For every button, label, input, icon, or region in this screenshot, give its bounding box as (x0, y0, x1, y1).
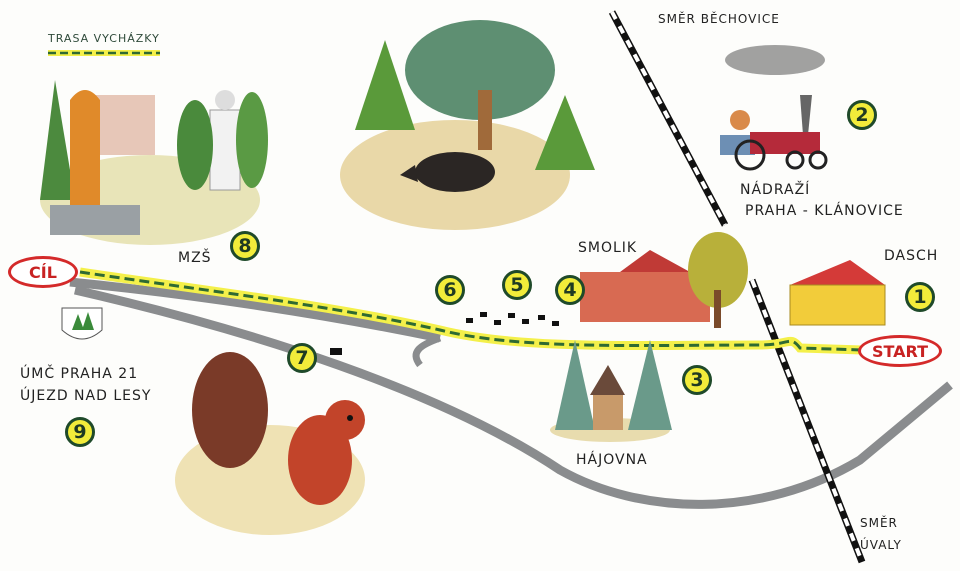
finish-marker: CÍL (8, 256, 78, 288)
stop-1: 1 (905, 282, 935, 312)
road-junction (412, 334, 442, 368)
label-direction-uvaly-2: ÚVALY (860, 538, 902, 552)
memorial-illustration (40, 80, 268, 245)
stop-8: 8 (230, 231, 260, 261)
dasch-building-illustration (789, 260, 886, 326)
stop-4: 4 (555, 275, 585, 305)
stop-7: 7 (287, 343, 317, 373)
road-upper (69, 277, 441, 343)
label-station-1: NÁDRAŽÍ (740, 182, 811, 198)
locomotive-illustration (720, 45, 828, 171)
label-direction-uvaly-1: SMĚR (860, 516, 898, 530)
road-main (73, 285, 953, 509)
label-station-2: PRAHA - KLÁNOVICE (745, 203, 904, 219)
label-mzs: MZŠ (178, 250, 212, 266)
label-smolik: SMOLIK (578, 240, 638, 256)
stop-6: 6 (435, 275, 465, 305)
label-dasch: DASCH (884, 248, 939, 264)
trail-dash (79, 270, 863, 352)
hajovna-illustration (550, 340, 672, 442)
coat-of-arms-icon (61, 307, 103, 340)
stop-5: 5 (502, 270, 532, 300)
stop-9: 9 (65, 417, 95, 447)
markers (330, 312, 559, 355)
stop-2: 2 (847, 100, 877, 130)
smolik-building-illustration (580, 232, 748, 328)
legend-title: TRASA VYCHÁZKY (48, 32, 160, 45)
forest-boar-illustration (340, 20, 595, 230)
squirrel-illustration (175, 352, 365, 535)
label-hajovna: HÁJOVNA (576, 452, 648, 468)
start-marker: START (858, 335, 942, 367)
label-direction-bechovice: SMĚR BĚCHOVICE (658, 12, 780, 26)
railway (608, 10, 866, 564)
label-umc-2: ÚJEZD NAD LESY (20, 388, 152, 404)
stop-3: 3 (682, 365, 712, 395)
label-umc-1: ÚMČ PRAHA 21 (20, 366, 139, 382)
